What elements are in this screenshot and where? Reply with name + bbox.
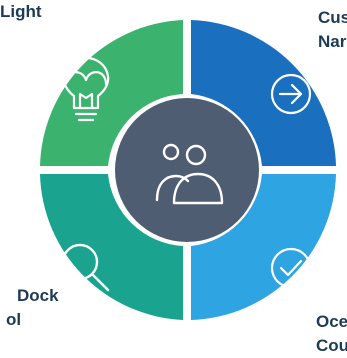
- label-bottom-right-line-1: Oce: [316, 312, 347, 331]
- lightbulb-icon: [62, 56, 110, 122]
- arrow-right-icon: [270, 73, 312, 115]
- label-top-left: Light: [0, 0, 42, 24]
- center-circle: [115, 98, 259, 242]
- label-bottom-left-line-2: ol: [6, 310, 22, 329]
- label-bottom-left-line-1: Dock: [17, 286, 59, 305]
- search-icon: [61, 243, 110, 292]
- check-icon: [270, 247, 312, 289]
- label-top-right: Cus Nar: [318, 6, 347, 54]
- segment-bottom-left: [40, 174, 183, 320]
- label-top-right-line-1: Cus: [318, 8, 347, 27]
- label-bottom-right-line-2: Cou: [316, 336, 347, 355]
- diagram-canvas: [40, 20, 336, 320]
- label-bottom-left: Dock ol: [6, 284, 59, 332]
- label-top-right-line-2: Nar: [318, 32, 347, 51]
- users-icon: [155, 143, 224, 205]
- segment-bottom-right: [191, 174, 336, 320]
- segment-top-right: [191, 20, 336, 166]
- label-top-left-line-1: Light: [0, 2, 42, 21]
- label-bottom-right: Oce Cou: [316, 310, 347, 358]
- segment-top-left: [40, 20, 183, 166]
